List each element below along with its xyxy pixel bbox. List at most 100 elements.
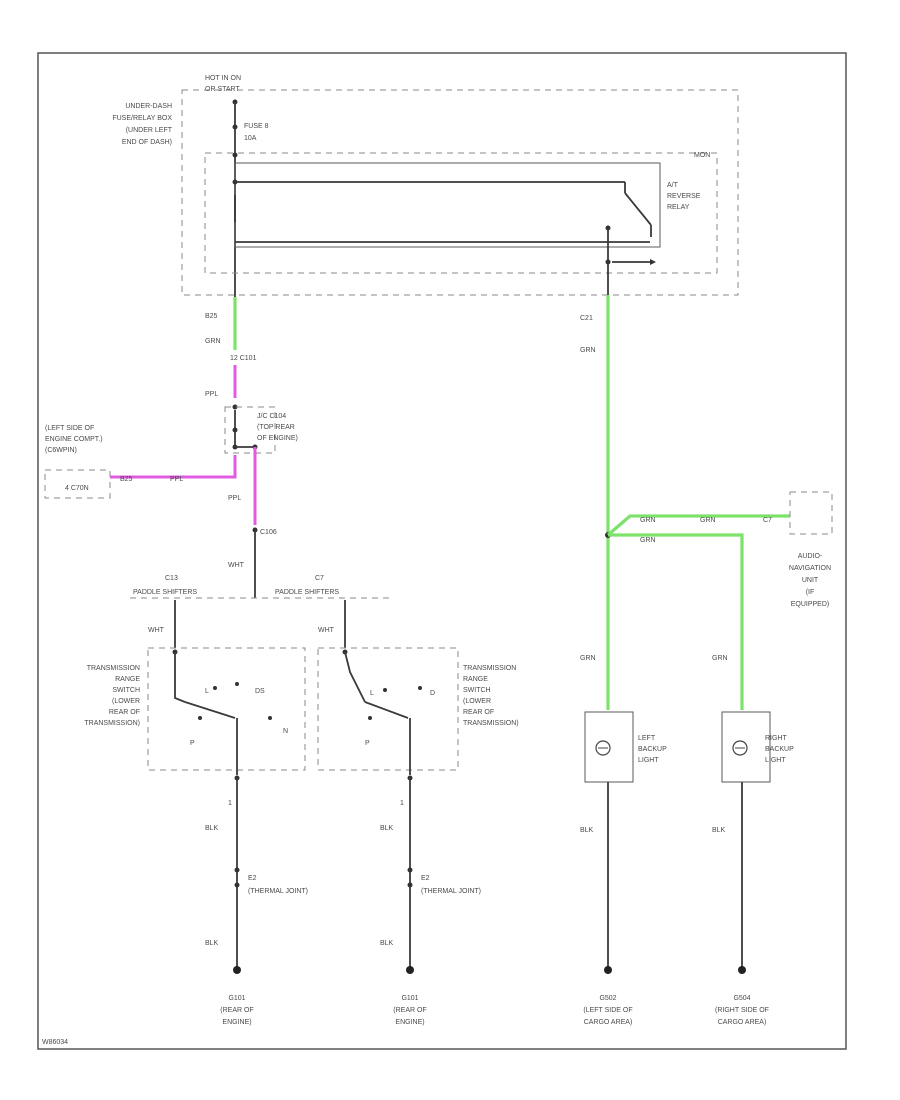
trans-right-label-3: SWITCH bbox=[463, 687, 491, 694]
relay-label-2: REVERSE bbox=[667, 193, 701, 200]
trans-right-input bbox=[344, 651, 366, 703]
connector-c101: 12 C101 bbox=[230, 355, 257, 362]
connector-c106: C106 bbox=[260, 529, 277, 536]
jc-node-mid bbox=[232, 427, 238, 433]
ground-1-loc-2: ENGINE) bbox=[222, 1019, 251, 1026]
thermal-right-text: (THERMAL JOINT) bbox=[421, 888, 481, 895]
thermal-left-id: E2 bbox=[248, 875, 257, 882]
ground-1-loc-1: (REAR OF bbox=[220, 1007, 253, 1014]
nav-label-5: EQUIPPED) bbox=[791, 601, 830, 608]
wire-label-grn-left-light: GRN bbox=[580, 655, 596, 662]
right-light-label-2: BACKUP bbox=[765, 746, 794, 753]
diagram-frame bbox=[37, 52, 847, 1050]
switch-label-p-right: P bbox=[365, 740, 370, 747]
connector-c104-loc2: OF ENGINE) bbox=[257, 435, 298, 442]
relay-label-1: A/T bbox=[667, 182, 679, 189]
fuse-box-label-3: (UNDER LEFT bbox=[126, 127, 173, 134]
trans-switch-left bbox=[147, 647, 306, 771]
left-light-label-1: LEFT bbox=[638, 735, 656, 742]
arrow-icon bbox=[650, 259, 656, 265]
switch-label-ds-left: DS bbox=[255, 688, 265, 695]
nav-label-4: (IF bbox=[806, 589, 815, 596]
ground-4-loc-2: CARGO AREA) bbox=[718, 1019, 767, 1026]
ground-3-id: G502 bbox=[599, 995, 616, 1002]
connector-c104: J/C C104 bbox=[257, 413, 286, 420]
wire-label-grn-splice: GRN bbox=[640, 537, 656, 544]
trans-right-label-2: RANGE bbox=[463, 676, 488, 683]
wire-label-wht: WHT bbox=[228, 562, 245, 569]
fuse-box-label-2: FUSE/RELAY BOX bbox=[112, 115, 172, 122]
engine-connector: 4 C70N bbox=[65, 485, 89, 492]
wire-label-blk-1: BLK bbox=[205, 825, 219, 832]
wire-label-blk-2: BLK bbox=[205, 940, 219, 947]
contact-n-left bbox=[268, 716, 272, 720]
trans-left-label-5: REAR OF bbox=[109, 709, 140, 716]
trans-right-label-1: TRANSMISSION bbox=[463, 665, 516, 672]
engine-label-2: ENGINE COMPT.) bbox=[45, 436, 103, 443]
switch-label-p-left: P bbox=[190, 740, 195, 747]
wire-label-grn-right: GRN bbox=[580, 347, 596, 354]
ground-icon-4 bbox=[738, 966, 746, 974]
relay-output-node-2 bbox=[605, 259, 611, 265]
thermal-right-node-1 bbox=[407, 867, 413, 873]
power-label-2: OR START bbox=[205, 86, 240, 93]
bulb-icon-right bbox=[732, 740, 748, 756]
contact-d-right bbox=[418, 686, 422, 690]
switch-label-l-left: L bbox=[205, 688, 209, 695]
ground-4-loc-1: (RIGHT SIDE OF bbox=[715, 1007, 769, 1014]
wire-label-ppl-2: PPL bbox=[170, 476, 183, 483]
wire-label-b03: B25 bbox=[120, 476, 133, 483]
trans-left-input bbox=[174, 652, 186, 703]
trans-right-arm bbox=[364, 701, 409, 719]
thermal-left-text: (THERMAL JOINT) bbox=[248, 888, 308, 895]
nav-label-1: AUDIO- bbox=[798, 553, 823, 560]
engine-label-3: (C6WPIN) bbox=[45, 447, 77, 454]
module-box bbox=[204, 152, 718, 274]
wire-label-b25: B25 bbox=[205, 313, 218, 320]
fuse-box-label-1: UNDER-DASH bbox=[125, 103, 172, 110]
wire-label-grn-right-light: GRN bbox=[712, 655, 728, 662]
wire-label-grn-nav-2: GRN bbox=[700, 517, 716, 524]
trans-right-label-4: (LOWER bbox=[463, 698, 491, 705]
fuse-box-label-4: END OF DASH) bbox=[122, 139, 172, 146]
trans-switch-right bbox=[317, 647, 459, 771]
right-pin-num: 1 bbox=[400, 800, 404, 807]
trans-left-label-3: SWITCH bbox=[112, 687, 140, 694]
ground-icon-2 bbox=[406, 966, 414, 974]
contact-l-left bbox=[213, 686, 217, 690]
trans-right-label-6: TRANSMISSION) bbox=[463, 720, 519, 727]
wire-label-wht-right: WHT bbox=[318, 627, 335, 634]
thermal-left-node-2 bbox=[234, 882, 240, 888]
grn-wire-nav bbox=[606, 514, 790, 537]
engine-label-1: (LEFT SIDE OF bbox=[45, 425, 94, 432]
ground-3-loc-2: CARGO AREA) bbox=[584, 1019, 633, 1026]
ground-2-loc-1: (REAR OF bbox=[393, 1007, 426, 1014]
nav-label-2: NAVIGATION bbox=[789, 565, 831, 572]
nav-label-3: UNIT bbox=[802, 577, 819, 584]
paddle-left-label: PADDLE SHIFTERS bbox=[133, 589, 197, 596]
power-label: HOT IN ON bbox=[205, 75, 241, 82]
thermal-right-node-2 bbox=[407, 882, 413, 888]
thermal-left-node-1 bbox=[234, 867, 240, 873]
fuse-node-top bbox=[232, 124, 238, 130]
ground-3-loc-1: (LEFT SIDE OF bbox=[583, 1007, 632, 1014]
wire-label-grn-nav-1: GRN bbox=[640, 517, 656, 524]
connector-c104-loc1: (TOP REAR bbox=[257, 424, 295, 431]
trans-right-label-5: REAR OF bbox=[463, 709, 494, 716]
relay-label-3: RELAY bbox=[667, 204, 690, 211]
module-label: MON bbox=[694, 152, 710, 159]
fuse-rating: 10A bbox=[244, 135, 257, 142]
contact-d-left bbox=[235, 682, 239, 686]
switch-label-n-left: N bbox=[283, 728, 288, 735]
ground-icon-1 bbox=[233, 966, 241, 974]
diagram-code: W86034 bbox=[42, 1039, 68, 1046]
paddle-left-num: C13 bbox=[165, 575, 178, 582]
grn-wire-right-light bbox=[608, 533, 744, 710]
engine-connector-box bbox=[44, 469, 111, 499]
contact-l-right bbox=[383, 688, 387, 692]
wire-label-ppl-3: PPL bbox=[228, 495, 241, 502]
trans-left-label-1: TRANSMISSION bbox=[87, 665, 140, 672]
left-backup-light bbox=[584, 711, 634, 783]
right-backup-light bbox=[721, 711, 771, 783]
